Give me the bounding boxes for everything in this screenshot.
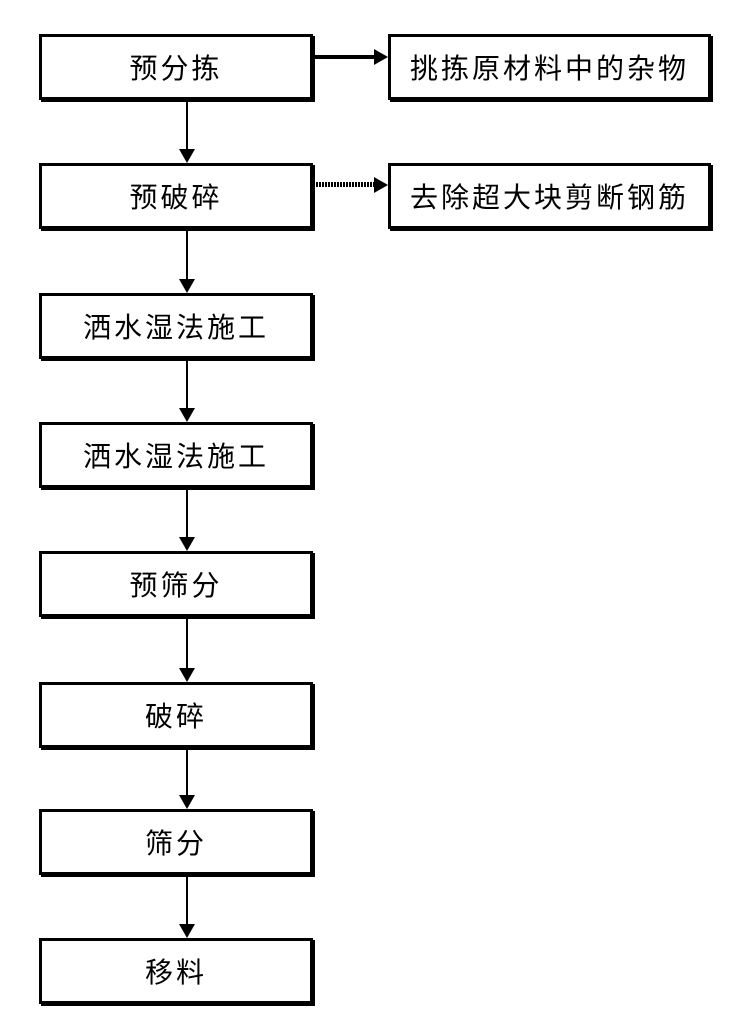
arrow-head (374, 49, 388, 65)
step-label: 筛分 (144, 829, 207, 860)
arrow-right-solid-icon (313, 49, 388, 65)
side-note-box-impurity-picking: 挑拣原材料中的杂物 (388, 34, 711, 100)
step-label: 破碎 (144, 702, 207, 733)
step-box-pre-sorting: 预分拣 (39, 34, 313, 100)
arrow-shaft (313, 55, 376, 59)
arrow-down-3-icon (179, 359, 195, 422)
side-note-label: 去除超大块剪断钢筋 (409, 183, 689, 214)
step-box-crushing: 破碎 (39, 682, 313, 748)
step-label: 预破碎 (129, 183, 223, 214)
step-box-water-spray-wet-construction-2: 洒水湿法施工 (39, 422, 313, 488)
arrow-down-4-icon (179, 488, 195, 551)
arrow-down-1-icon (179, 100, 195, 163)
step-label: 移料 (144, 958, 207, 989)
step-label: 洒水湿法施工 (82, 442, 269, 473)
step-box-pre-crushing: 预破碎 (39, 163, 313, 229)
arrow-head (374, 177, 388, 193)
arrow-down-7-icon (179, 875, 195, 938)
step-box-screening: 筛分 (39, 809, 313, 875)
side-note-box-remove-oversize-cut-rebar: 去除超大块剪断钢筋 (388, 163, 711, 229)
side-note-label: 挑拣原材料中的杂物 (409, 54, 689, 85)
step-label: 预筛分 (129, 571, 223, 602)
arrow-shaft (313, 182, 376, 187)
arrow-down-2-icon (179, 229, 195, 293)
arrow-down-6-icon (179, 748, 195, 809)
arrow-right-dotted-icon (313, 177, 388, 193)
step-box-pre-screening: 预筛分 (39, 551, 313, 617)
arrow-down-5-icon (179, 617, 195, 682)
step-label: 预分拣 (129, 54, 223, 85)
step-box-material-transfer: 移料 (39, 938, 313, 1004)
step-label: 洒水湿法施工 (82, 313, 269, 344)
step-box-water-spray-wet-construction-1: 洒水湿法施工 (39, 293, 313, 359)
